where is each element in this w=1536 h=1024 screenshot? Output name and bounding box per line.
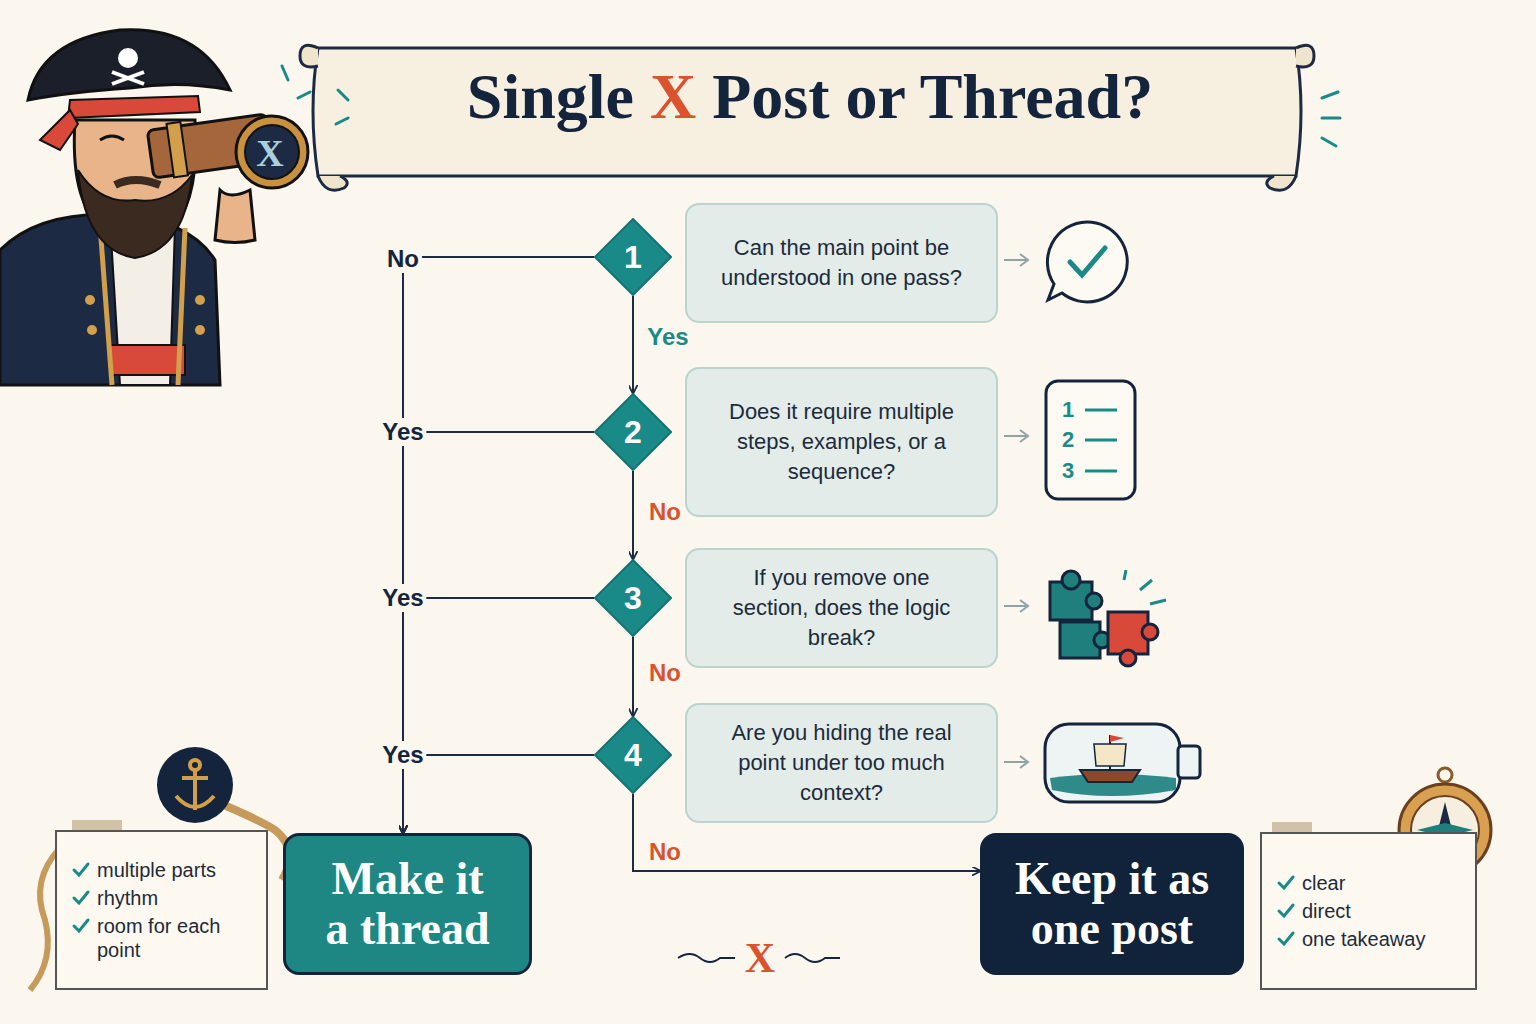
checklist-text: one takeaway xyxy=(1302,927,1425,951)
question-text: If you remove one section, does the logi… xyxy=(717,563,967,653)
question-box: Does it require multiple steps, examples… xyxy=(685,367,998,517)
flow-connector xyxy=(632,637,634,716)
list-number: 1 xyxy=(1062,399,1074,421)
checklist-text: room for each point xyxy=(97,914,252,962)
decision-diamond: 4 xyxy=(594,716,672,794)
title: Single X Post or Thread? xyxy=(330,62,1290,132)
speech-bubble-icon xyxy=(1047,222,1127,302)
diamond-outline xyxy=(595,560,671,636)
edge-label: No xyxy=(646,498,684,526)
check-mark xyxy=(71,860,91,880)
flow-connector xyxy=(403,257,594,833)
edge-label: No xyxy=(646,838,684,866)
flow-connector xyxy=(632,296,634,393)
checklist-text: multiple parts xyxy=(97,858,216,882)
step-number: 2 xyxy=(624,414,642,451)
checklist-text: clear xyxy=(1302,871,1345,895)
note-card: clear direct one takeaway xyxy=(1260,832,1477,990)
note-card: multiple parts rhythm room for each point xyxy=(55,830,268,990)
list-number: 2 xyxy=(1062,429,1074,451)
diamond-outline xyxy=(595,394,671,470)
step-number: 1 xyxy=(624,239,642,276)
question-text: Can the main point be understood in one … xyxy=(717,233,967,293)
question-box: Are you hiding the real point under too … xyxy=(685,703,998,823)
result-box: Keep it as one post xyxy=(980,833,1244,975)
checklist-text: rhythm xyxy=(97,886,158,910)
list-icon xyxy=(1046,381,1135,499)
step-number: 3 xyxy=(624,580,642,617)
question-text: Does it require multiple steps, examples… xyxy=(717,397,967,487)
edge-label: Yes xyxy=(379,584,426,612)
icon-pointer xyxy=(1004,254,1028,768)
checklist-item: one takeaway xyxy=(1276,927,1461,951)
check-mark xyxy=(1276,873,1296,893)
ship-in-bottle-icon xyxy=(1045,724,1200,802)
logo-letter: X xyxy=(745,937,775,979)
pirate-illustration xyxy=(0,30,308,385)
diamond-outline xyxy=(595,717,671,793)
edge-label: Yes xyxy=(644,323,691,351)
flow-connector xyxy=(632,471,634,559)
puzzle-icon xyxy=(1050,570,1166,666)
checklist-item: room for each point xyxy=(71,914,252,962)
flow-connector xyxy=(403,755,594,833)
edge-label: Yes xyxy=(379,741,426,769)
check-mark xyxy=(71,888,91,908)
decision-diamond: 1 xyxy=(594,218,672,296)
checklist-item: direct xyxy=(1276,899,1461,923)
logo-letter: X xyxy=(256,134,283,172)
result-text: Keep it as one post xyxy=(1005,854,1220,953)
check-mark xyxy=(1276,929,1296,949)
flow-connector xyxy=(403,432,594,833)
check-mark xyxy=(71,916,91,936)
question-box: Can the main point be understood in one … xyxy=(685,203,998,323)
decision-diamond: 3 xyxy=(594,559,672,637)
step-number: 4 xyxy=(624,737,642,774)
title-banner xyxy=(300,45,1314,190)
list-number: 3 xyxy=(1062,460,1074,482)
flow-connector xyxy=(403,598,594,833)
checklist-item: clear xyxy=(1276,871,1461,895)
checklist-item: multiple parts xyxy=(71,858,252,882)
question-text: Are you hiding the real point under too … xyxy=(717,718,967,808)
checklist-text: direct xyxy=(1302,899,1351,923)
decision-diamond: 2 xyxy=(594,393,672,471)
result-box: Make it a thread xyxy=(283,833,532,975)
question-box: If you remove one section, does the logi… xyxy=(685,548,998,668)
result-text: Make it a thread xyxy=(319,854,497,953)
check-mark xyxy=(1276,901,1296,921)
edge-label: Yes xyxy=(379,418,426,446)
edge-label: No xyxy=(646,659,684,687)
anchor-badge xyxy=(30,747,290,990)
diamond-outline xyxy=(595,219,671,295)
edge-label: No xyxy=(384,245,422,273)
checklist-item: rhythm xyxy=(71,886,252,910)
